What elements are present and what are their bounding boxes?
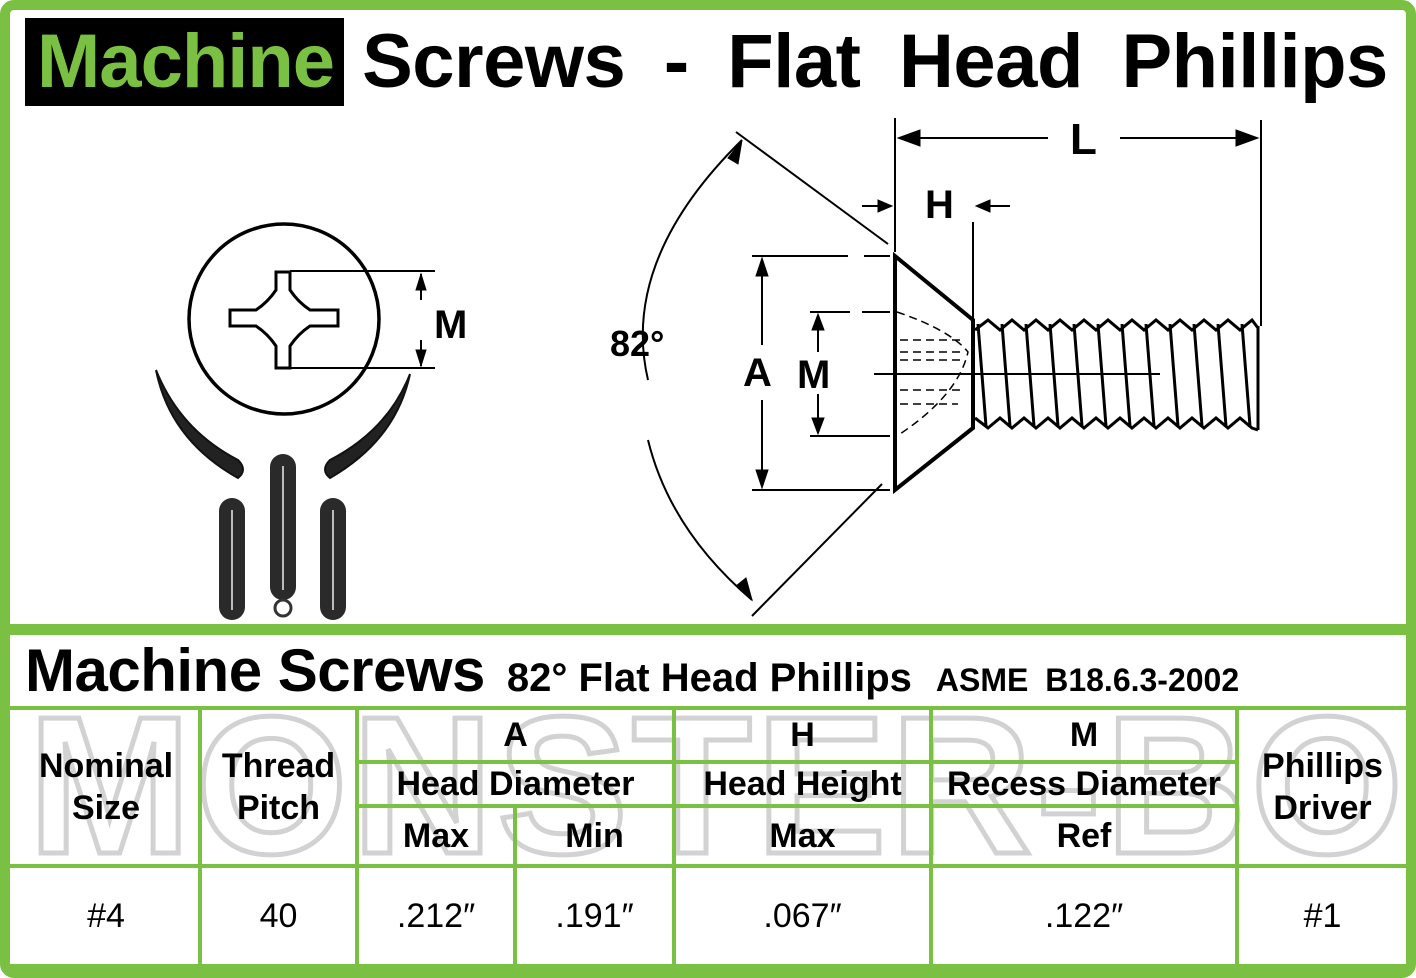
head-height-label: H: [925, 183, 954, 227]
title-highlight: Machine: [37, 19, 335, 104]
header-m-symbol: M: [1069, 716, 1099, 754]
top-view-m-label: M: [434, 303, 467, 347]
angle-label: 82°: [610, 323, 664, 364]
page-title: Machine Screws - Flat Head Phillips: [25, 18, 1388, 106]
cell-h-max: .067″: [763, 896, 842, 935]
header-text: Nominal: [38, 747, 174, 785]
header-phillips-driver: Phillips Driver: [1239, 710, 1406, 864]
header-h-label: Head Height: [703, 765, 902, 803]
table-title-standard: ASME B18.6.3-2002: [935, 662, 1240, 698]
grid-line: [355, 706, 359, 968]
title-rest: Screws - Flat Head Phillips: [362, 19, 1388, 104]
cell-nominal-size: #4: [87, 896, 125, 935]
cell-driver: #1: [1303, 896, 1342, 935]
header-a-label: Head Diameter: [396, 765, 635, 803]
grid-line: [929, 706, 933, 968]
header-a-min: Min: [565, 817, 624, 855]
grid-line: [10, 706, 1406, 710]
diagram-area: M: [0, 108, 1416, 626]
header-m-label: Recess Diameter: [946, 765, 1222, 803]
table-title-detail: 82° Flat Head Phillips: [506, 656, 912, 700]
header-thread-pitch: Thread Pitch: [202, 710, 355, 864]
grid-line: [198, 706, 202, 968]
header-text: Thread: [221, 747, 336, 785]
header-h-max: Max: [769, 817, 836, 855]
header-text: Size: [71, 789, 141, 827]
head-diameter-label: A: [743, 351, 772, 395]
cell-thread-pitch: 40: [259, 896, 298, 935]
header-a-max: Max: [402, 817, 470, 855]
header-m-ref: Ref: [1056, 817, 1112, 855]
header-nominal-size: Nominal Size: [14, 710, 198, 864]
header-text: Pitch: [236, 789, 321, 827]
length-label: L: [1070, 115, 1097, 164]
table-title-main: Machine Screws: [25, 637, 485, 704]
cell-m-ref: .122″: [1044, 896, 1124, 935]
top-view-diagram: [187, 222, 435, 416]
grid-line: [1235, 706, 1239, 968]
grid-line: [355, 760, 1235, 764]
section-divider: [0, 624, 1416, 635]
grid-line: [10, 964, 1406, 968]
monster-bolts-logo-icon: [155, 369, 411, 620]
side-view-diagram: [641, 118, 1262, 617]
table-title: Machine Screws 82° Flat Head Phillips AS…: [25, 636, 1239, 704]
header-a-symbol: A: [503, 716, 528, 754]
grid-line: [513, 806, 517, 968]
header-h-symbol: H: [790, 716, 815, 754]
spec-table: MONSTER-BOLTS Nominal Size Thread Pitch …: [10, 685, 1416, 968]
cell-a-min: .191″: [555, 896, 634, 935]
cell-a-max: .212″: [396, 896, 476, 935]
grid-line: [672, 706, 676, 968]
header-text: Driver: [1273, 789, 1372, 827]
title-highlight-box: Machine: [25, 18, 345, 106]
recess-diameter-label: M: [797, 353, 830, 397]
grid-line: [355, 804, 1235, 808]
header-text: Phillips: [1262, 747, 1383, 785]
grid-line: [10, 864, 1406, 868]
